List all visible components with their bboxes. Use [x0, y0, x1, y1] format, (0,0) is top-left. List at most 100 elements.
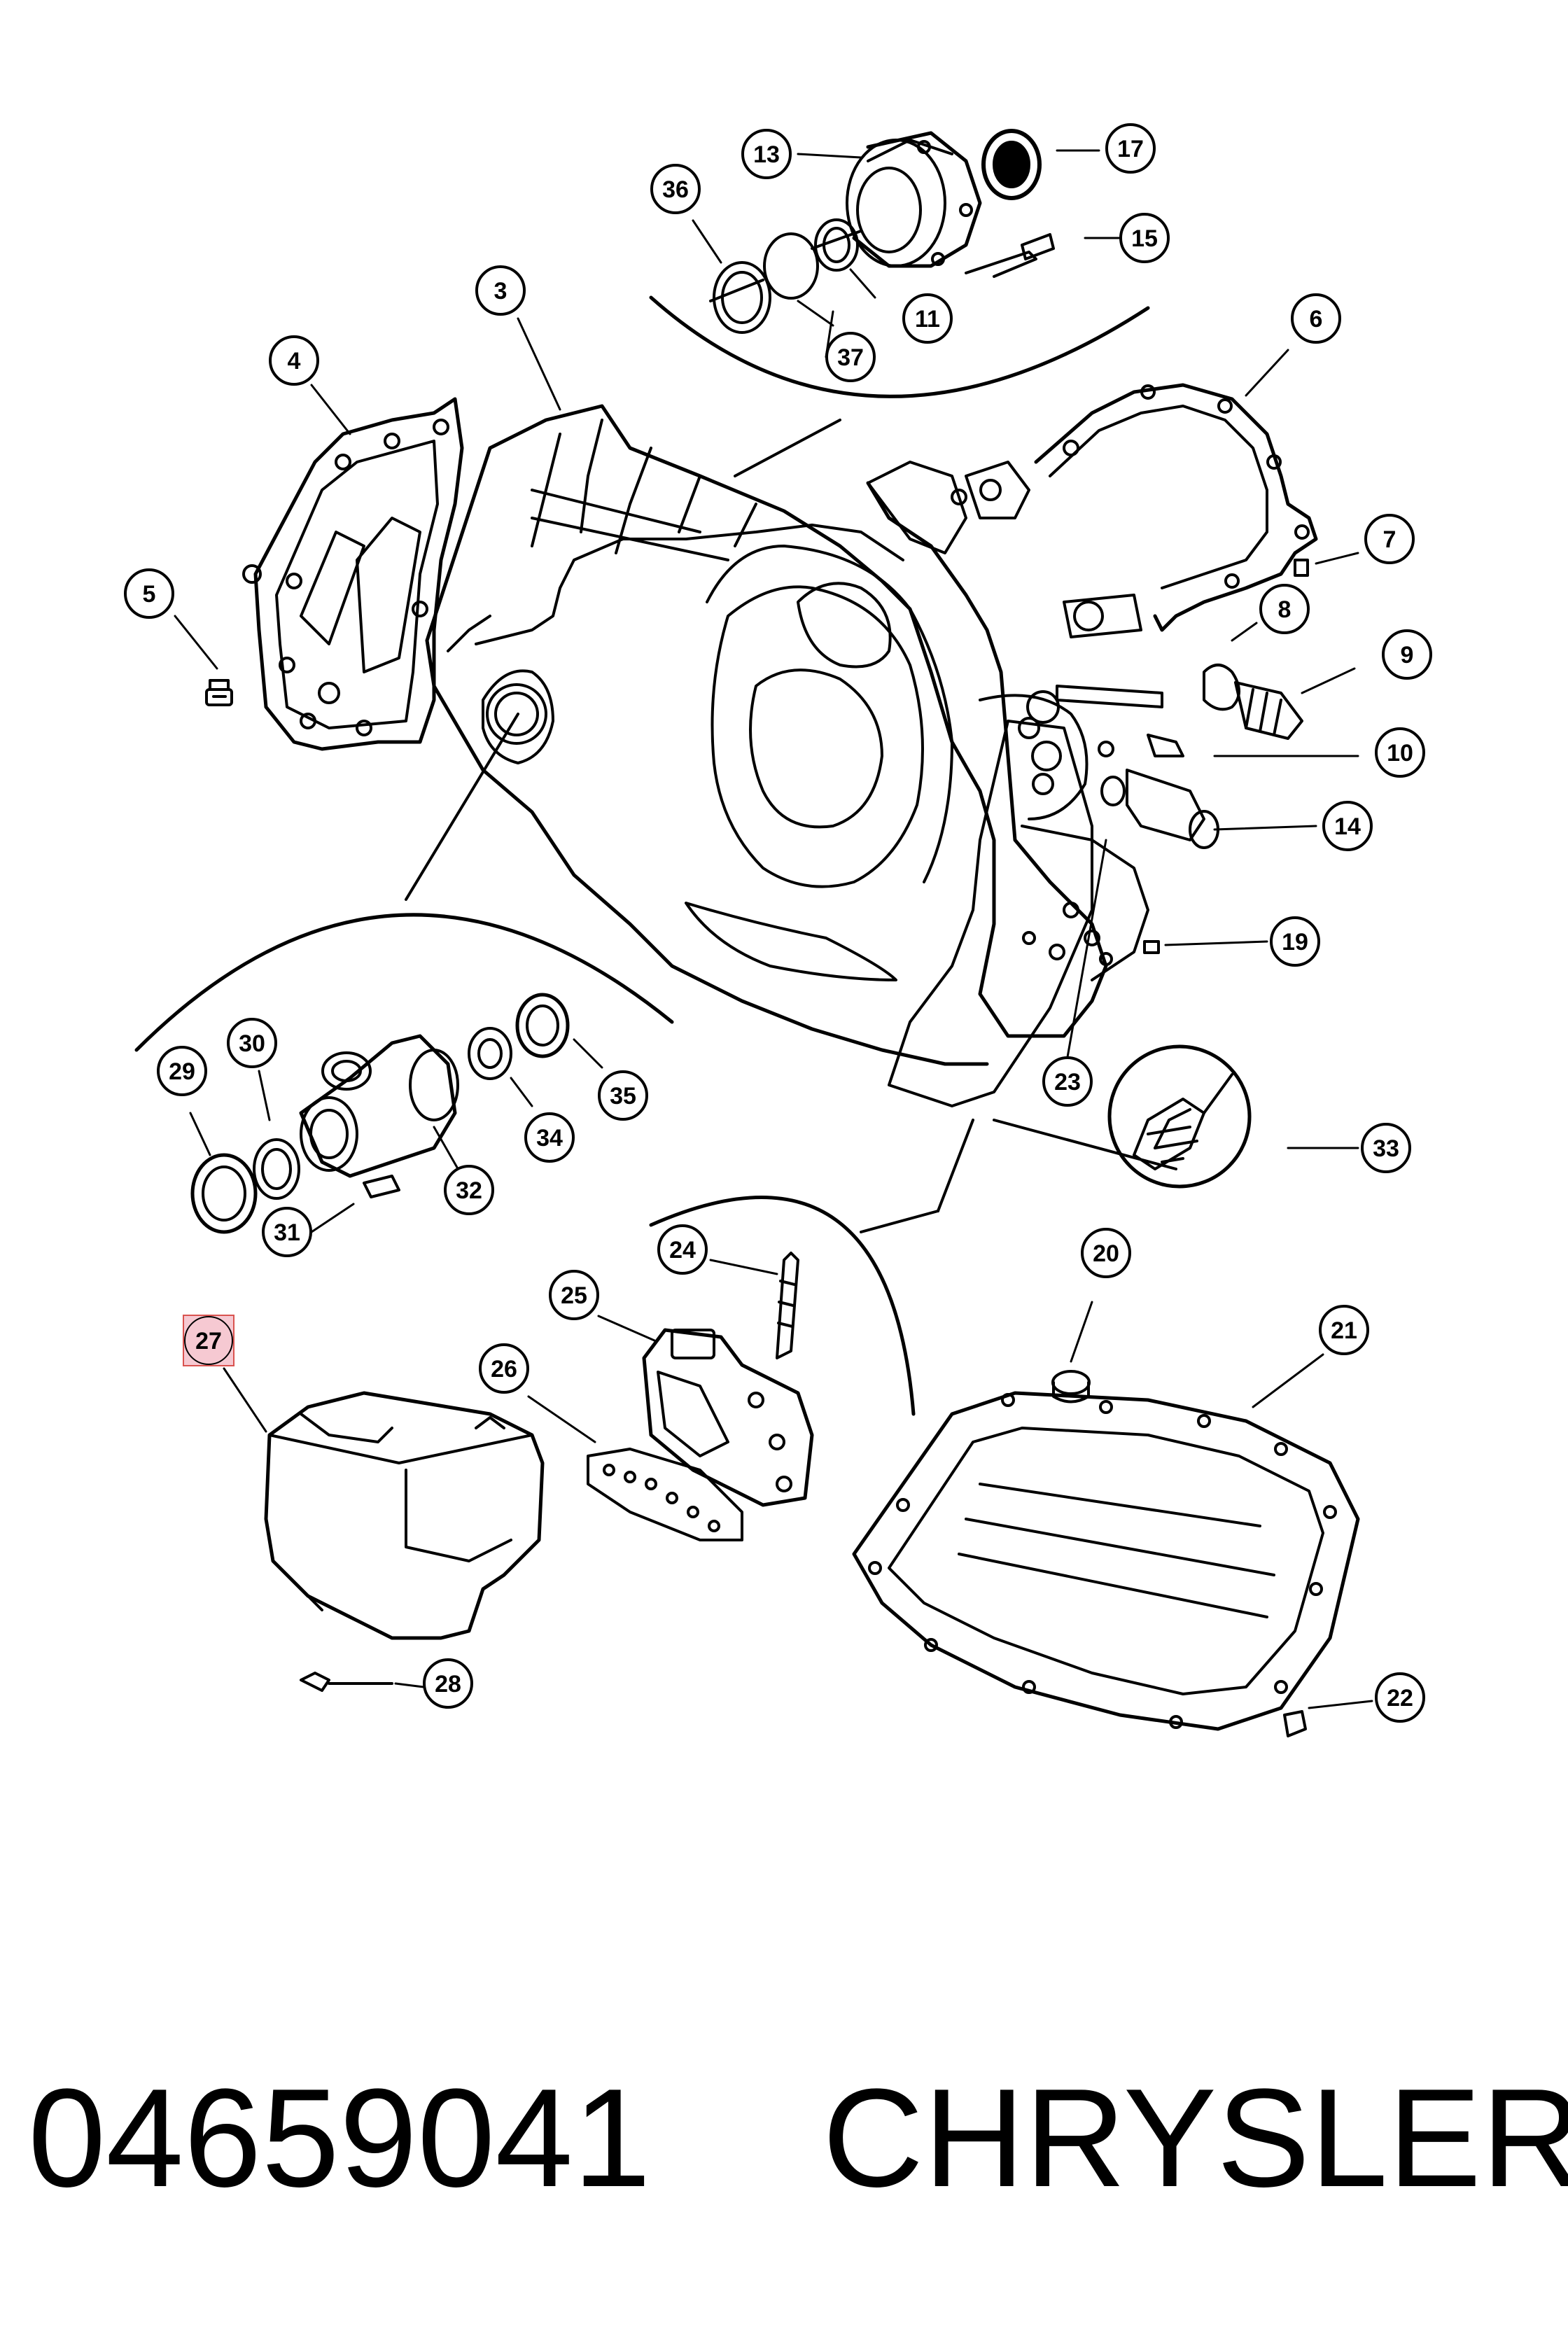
callout-circle — [1291, 293, 1341, 344]
callout-number: 7 — [1383, 526, 1396, 553]
callout-number: 9 — [1401, 642, 1414, 668]
callout-27: 27 — [183, 1315, 234, 1366]
callout-circle — [1319, 1305, 1369, 1355]
callout-number: 13 — [753, 141, 780, 168]
callout-circle — [598, 1070, 648, 1121]
callout-number: 25 — [561, 1282, 587, 1309]
callout-25: 25 — [549, 1270, 599, 1320]
callout-circle — [227, 1018, 277, 1068]
callout-13: 13 — [741, 129, 792, 179]
callout-circle — [741, 129, 792, 179]
callout-circle — [269, 335, 319, 386]
callout-20: 20 — [1081, 1228, 1131, 1278]
callout-14: 14 — [1322, 801, 1373, 851]
callout-number: 4 — [288, 348, 301, 374]
callout-9: 9 — [1382, 629, 1432, 680]
callout-number: 23 — [1054, 1069, 1081, 1096]
callout-circle — [1382, 629, 1432, 680]
callout-circle — [825, 332, 876, 382]
callout-circle — [1042, 1056, 1093, 1107]
callout-number: 3 — [494, 278, 507, 304]
callout-circle — [475, 265, 526, 316]
callout-number: 28 — [435, 1671, 461, 1698]
callout-number: 36 — [662, 176, 689, 203]
callout-number: 5 — [143, 581, 156, 608]
callout-33: 33 — [1361, 1123, 1411, 1173]
callout-number: 32 — [456, 1177, 482, 1204]
callout-number: 15 — [1131, 225, 1158, 252]
right-side-parts — [1098, 559, 1309, 1189]
callout-31: 31 — [262, 1207, 312, 1257]
callout-circle — [1119, 213, 1170, 263]
callout-circle — [1081, 1228, 1131, 1278]
callout-number: 22 — [1387, 1685, 1413, 1712]
callout-circle — [1259, 584, 1310, 634]
callout-number: 31 — [274, 1219, 300, 1246]
callout-4: 4 — [269, 335, 319, 386]
callout-number: 30 — [239, 1030, 265, 1057]
callout-number: 29 — [169, 1058, 195, 1085]
oil-pump-gasket — [888, 383, 1318, 1107]
callout-circle — [479, 1343, 529, 1394]
callout-22: 22 — [1375, 1672, 1425, 1723]
callout-circle — [1364, 514, 1415, 564]
callout-number: 14 — [1334, 813, 1361, 840]
callout-circle — [657, 1224, 708, 1275]
transaxle-case — [425, 404, 1163, 1066]
callout-circle — [124, 568, 174, 619]
callout-number: 21 — [1331, 1317, 1357, 1344]
breather-part — [205, 679, 233, 706]
callout-number: 26 — [491, 1356, 517, 1382]
callout-circle — [1375, 727, 1425, 778]
callout-number: 20 — [1093, 1240, 1119, 1267]
callout-circle — [444, 1165, 494, 1215]
callout-number: 11 — [915, 306, 940, 332]
footer: 04659041 CHRYSLER — [0, 2058, 1568, 2219]
lower-left-group-arc — [134, 913, 674, 1052]
callout-17: 17 — [1105, 123, 1156, 174]
callout-19: 19 — [1270, 916, 1320, 967]
callout-number: 17 — [1117, 136, 1144, 162]
lower-center-group-arc — [649, 1196, 916, 1416]
callout-circle — [1375, 1672, 1425, 1723]
callout-8: 8 — [1259, 584, 1310, 634]
callout-34: 34 — [524, 1112, 575, 1163]
callout-circle — [1322, 801, 1373, 851]
callout-10: 10 — [1375, 727, 1425, 778]
callout-15: 15 — [1119, 213, 1170, 263]
callout-21: 21 — [1319, 1305, 1369, 1355]
part-number: 04659041 — [28, 2060, 651, 2216]
callout-number: 34 — [536, 1125, 563, 1152]
callout-32: 32 — [444, 1165, 494, 1215]
callout-circle — [184, 1316, 233, 1365]
upper-group-arc — [649, 295, 1150, 398]
valve-body-group — [587, 1252, 814, 1541]
callout-24: 24 — [657, 1224, 708, 1275]
callout-circle — [524, 1112, 575, 1163]
callout-23: 23 — [1042, 1056, 1093, 1107]
callout-35: 35 — [598, 1070, 648, 1121]
callout-circle — [902, 293, 953, 344]
callout-number: 35 — [610, 1083, 636, 1110]
callout-number: 6 — [1310, 306, 1323, 332]
callout-29: 29 — [157, 1046, 207, 1096]
callout-circle — [1105, 123, 1156, 174]
leader-lines — [174, 149, 1373, 1709]
callout-6: 6 — [1291, 293, 1341, 344]
callout-5: 5 — [124, 568, 174, 619]
rear-cover — [242, 397, 464, 751]
callout-28: 28 — [423, 1658, 473, 1709]
callout-circle — [262, 1207, 312, 1257]
brand-name: CHRYSLER — [822, 2060, 1568, 2216]
oil-pan — [852, 1370, 1360, 1737]
callout-number: 24 — [669, 1237, 696, 1264]
callout-37: 37 — [825, 332, 876, 382]
callout-number: 33 — [1373, 1135, 1399, 1162]
callout-26: 26 — [479, 1343, 529, 1394]
callout-3: 3 — [475, 265, 526, 316]
callout-circle — [1361, 1123, 1411, 1173]
callout-7: 7 — [1364, 514, 1415, 564]
callout-11: 11 — [902, 293, 953, 344]
callout-circle — [650, 164, 701, 214]
